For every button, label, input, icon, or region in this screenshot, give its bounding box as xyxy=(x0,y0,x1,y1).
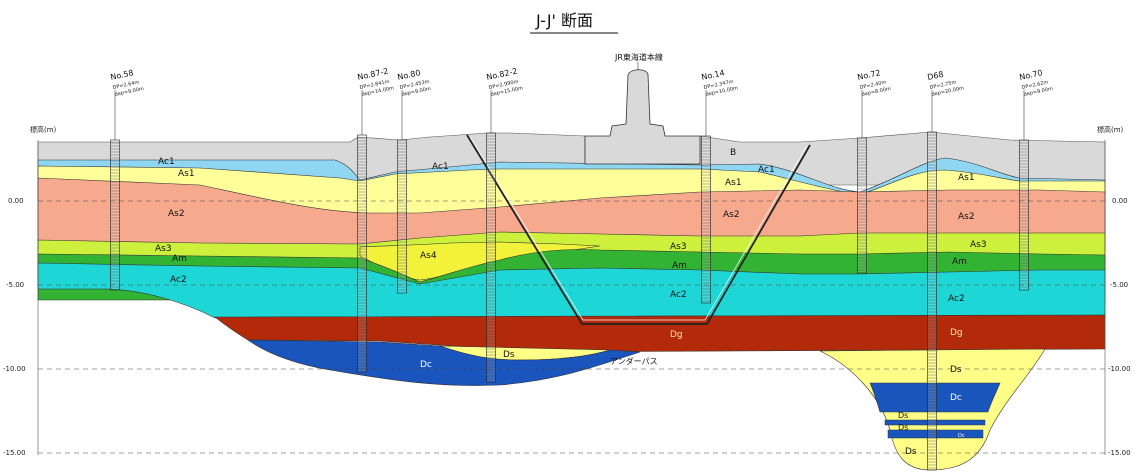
label-ds-right-2: Ds xyxy=(898,411,908,420)
underpass-label: アンダーパス xyxy=(610,356,658,366)
label-dc-right-small: Dc xyxy=(958,433,965,439)
label-as2-mid: As2 xyxy=(723,210,740,220)
label-as3-right: As3 xyxy=(970,240,987,250)
label-as2-right: As2 xyxy=(958,212,975,222)
label-ds-right-3: Ds xyxy=(898,423,908,432)
label-ac2-left: Ac2 xyxy=(170,275,187,285)
layer-dc-left xyxy=(247,339,641,386)
label-as3-mid: As3 xyxy=(670,242,687,252)
label-am-left: Am xyxy=(172,254,187,264)
label-as2-left: As2 xyxy=(168,209,185,219)
underpass-inner xyxy=(469,136,807,321)
underpass-outline xyxy=(466,134,811,325)
label-dc-right: Dc xyxy=(950,393,962,403)
label-ac2-mid: Ac2 xyxy=(670,290,687,300)
tick-right-minus15: -15.00 xyxy=(1108,449,1131,457)
borehole-id: No.70 xyxy=(1019,68,1044,82)
tick-right-0: 0.00 xyxy=(1112,197,1128,205)
borehole-id: No.72 xyxy=(857,68,882,82)
borehole-column xyxy=(701,135,711,304)
borehole-elev: DP=2.62m xyxy=(1021,79,1049,91)
elevation-gridlines xyxy=(38,200,1105,454)
label-as4: As4 xyxy=(420,251,437,261)
label-ac1-right: Ac1 xyxy=(758,165,775,175)
borehole-id: No.14 xyxy=(701,68,726,82)
jr-line-label: JR東海道本線 xyxy=(614,52,663,62)
borehole-column xyxy=(357,134,367,373)
layer-as2 xyxy=(37,177,1106,251)
label-ds-center: Ds xyxy=(503,350,515,360)
tick-left-minus5: -5.00 xyxy=(6,281,24,289)
label-am-right: Am xyxy=(952,257,967,267)
label-ac1-left: Ac1 xyxy=(158,157,175,167)
layer-ac2 xyxy=(37,262,1106,319)
borehole-id: D68 xyxy=(927,70,945,82)
layer-dg xyxy=(214,314,1106,353)
boreholes: No.58DP=2.64mdep=9.00mNo.87-2DP=2.841mde… xyxy=(110,67,1054,471)
label-ds-right: Ds xyxy=(950,365,962,375)
layer-dc-right xyxy=(869,382,1001,413)
layer-labels: B Ac1 Ac1 Ac1 As1 As1 As1 As2 As2 As2 As… xyxy=(155,148,987,457)
strata xyxy=(37,131,1106,471)
label-dg-right: Dg xyxy=(950,328,963,338)
borehole-column xyxy=(486,132,496,383)
page-title: J-J' 断面 xyxy=(535,11,593,30)
borehole-column xyxy=(927,131,937,471)
borehole-column xyxy=(397,139,407,294)
label-as1-left: As1 xyxy=(178,169,195,179)
label-as1-mid: As1 xyxy=(725,178,742,188)
label-ac1-mid: Ac1 xyxy=(432,162,449,172)
borehole-elev: DP=2.64m xyxy=(112,79,140,91)
label-dg-mid: Dg xyxy=(670,330,683,340)
borehole-column xyxy=(857,137,867,274)
elevation-label-left: 標高(m) xyxy=(30,125,57,134)
borehole-id: No.58 xyxy=(110,68,135,82)
label-as1-right: As1 xyxy=(958,173,975,183)
tick-left-0: 0.00 xyxy=(8,197,24,205)
elevation-label-right: 標高(m) xyxy=(1097,125,1124,134)
label-dc-left: Dc xyxy=(420,360,432,370)
tick-left-minus15: -15.00 xyxy=(3,449,26,457)
borehole-elev: DP=2.40m xyxy=(859,79,887,91)
label-b: B xyxy=(730,148,736,158)
tick-right-minus10: -10.00 xyxy=(1108,365,1131,373)
label-ds-bottom: Ds xyxy=(905,447,917,457)
tick-left-minus10: -10.00 xyxy=(3,365,26,373)
borehole-id: No.80 xyxy=(397,68,422,82)
jr-embankment xyxy=(584,69,701,165)
label-ac2-right: Ac2 xyxy=(948,294,965,304)
label-as3-left: As3 xyxy=(155,244,172,254)
borehole-elev: DP=2.75m xyxy=(929,79,957,91)
tick-right-minus5: -5.00 xyxy=(1110,281,1128,289)
label-am-mid: Am xyxy=(672,261,687,271)
